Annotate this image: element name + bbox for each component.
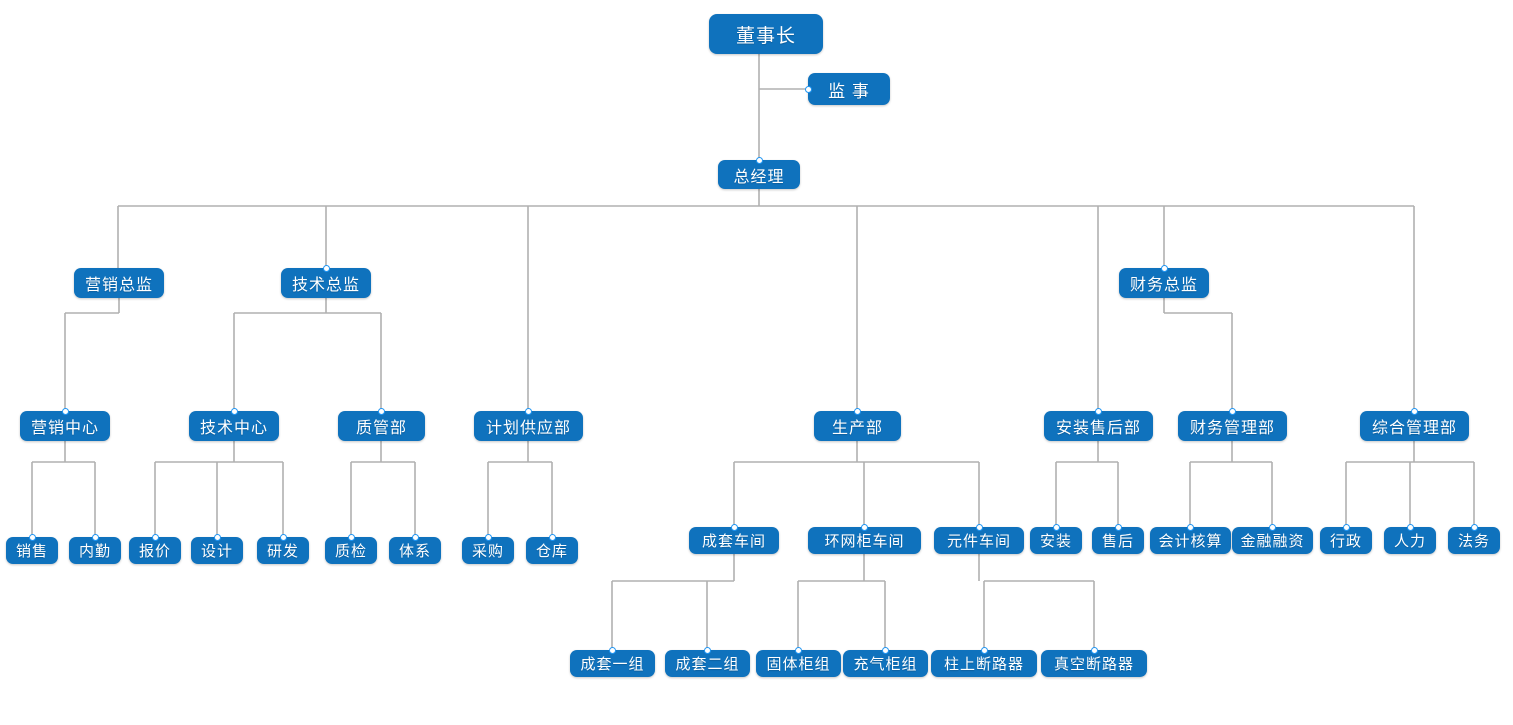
port-team-system[interactable] [412,534,419,541]
port-grp-vacuum-breaker[interactable] [1091,647,1098,654]
port-team-warehouse[interactable] [549,534,556,541]
org-node-dir-technology[interactable]: 技术总监 [281,268,371,298]
org-node-dept-quality[interactable]: 质管部 [338,411,425,441]
port-team-inspection[interactable] [348,534,355,541]
port-team-financing[interactable] [1269,524,1276,531]
port-dept-install-service[interactable] [1095,408,1102,415]
org-node-dept-marketing-center[interactable]: 营销中心 [20,411,110,441]
org-node-grp-assembly-1[interactable]: 成套一组 [570,650,655,677]
port-team-rnd[interactable] [280,534,287,541]
port-team-ringcabinet-ws[interactable] [861,524,868,531]
port-dept-tech-center[interactable] [231,408,238,415]
org-node-team-component-ws[interactable]: 元件车间 [934,527,1024,554]
port-team-legal[interactable] [1471,524,1478,531]
org-node-dept-general-mgmt[interactable]: 综合管理部 [1360,411,1469,441]
port-dir-finance[interactable] [1161,265,1168,272]
port-supervisor[interactable] [805,86,812,93]
port-team-admin[interactable] [1343,524,1350,531]
org-node-team-design[interactable]: 设计 [191,537,243,564]
org-node-team-install[interactable]: 安装 [1030,527,1082,554]
org-node-team-ringcabinet-ws[interactable]: 环网柜车间 [808,527,921,554]
org-node-grp-pole-breaker[interactable]: 柱上断路器 [931,650,1037,677]
port-team-office[interactable] [92,534,99,541]
port-dept-plan-supply[interactable] [525,408,532,415]
org-node-team-aftersales[interactable]: 售后 [1092,527,1144,554]
org-node-dept-plan-supply[interactable]: 计划供应部 [474,411,583,441]
org-node-dept-install-service[interactable]: 安装售后部 [1044,411,1153,441]
org-node-dept-finance-mgmt[interactable]: 财务管理部 [1178,411,1287,441]
org-node-dir-finance[interactable]: 财务总监 [1119,268,1209,298]
org-node-team-warehouse[interactable]: 仓库 [526,537,578,564]
port-grp-gas-cabinet[interactable] [882,647,889,654]
port-dir-technology[interactable] [323,265,330,272]
org-node-grp-gas-cabinet[interactable]: 充气柜组 [843,650,928,677]
port-team-aftersales[interactable] [1115,524,1122,531]
org-node-grp-assembly-2[interactable]: 成套二组 [665,650,750,677]
port-dept-production[interactable] [854,408,861,415]
org-node-supervisor[interactable]: 监 事 [808,73,890,105]
org-node-general-manager[interactable]: 总经理 [718,160,800,189]
org-node-team-assembly-ws[interactable]: 成套车间 [689,527,779,554]
org-node-team-system[interactable]: 体系 [389,537,441,564]
org-node-team-quotation[interactable]: 报价 [129,537,181,564]
org-node-dept-tech-center[interactable]: 技术中心 [189,411,279,441]
org-node-chairman[interactable]: 董事长 [709,14,823,54]
port-dept-general-mgmt[interactable] [1411,408,1418,415]
org-node-grp-solid-cabinet[interactable]: 固体柜组 [756,650,841,677]
org-node-team-inspection[interactable]: 质检 [325,537,377,564]
port-grp-assembly-1[interactable] [609,647,616,654]
port-dept-marketing-center[interactable] [62,408,69,415]
org-node-dir-marketing[interactable]: 营销总监 [74,268,164,298]
port-team-design[interactable] [214,534,221,541]
org-node-team-office[interactable]: 内勤 [69,537,121,564]
port-grp-assembly-2[interactable] [704,647,711,654]
org-node-team-financing[interactable]: 金融融资 [1232,527,1313,554]
port-team-hr[interactable] [1407,524,1414,531]
org-node-team-rnd[interactable]: 研发 [257,537,309,564]
port-team-accounting[interactable] [1187,524,1194,531]
port-team-sales[interactable] [29,534,36,541]
org-node-team-legal[interactable]: 法务 [1448,527,1500,554]
org-node-team-purchase[interactable]: 采购 [462,537,514,564]
port-general-manager[interactable] [756,157,763,164]
port-team-component-ws[interactable] [976,524,983,531]
port-team-purchase[interactable] [485,534,492,541]
org-node-team-hr[interactable]: 人力 [1384,527,1436,554]
org-node-dept-production[interactable]: 生产部 [814,411,901,441]
org-node-team-sales[interactable]: 销售 [6,537,58,564]
org-node-team-admin[interactable]: 行政 [1320,527,1372,554]
port-team-assembly-ws[interactable] [731,524,738,531]
port-team-quotation[interactable] [152,534,159,541]
org-node-team-accounting[interactable]: 会计核算 [1150,527,1231,554]
org-node-grp-vacuum-breaker[interactable]: 真空断路器 [1041,650,1147,677]
port-grp-solid-cabinet[interactable] [795,647,802,654]
port-team-install[interactable] [1053,524,1060,531]
port-grp-pole-breaker[interactable] [981,647,988,654]
port-dept-finance-mgmt[interactable] [1229,408,1236,415]
port-dept-quality[interactable] [378,408,385,415]
